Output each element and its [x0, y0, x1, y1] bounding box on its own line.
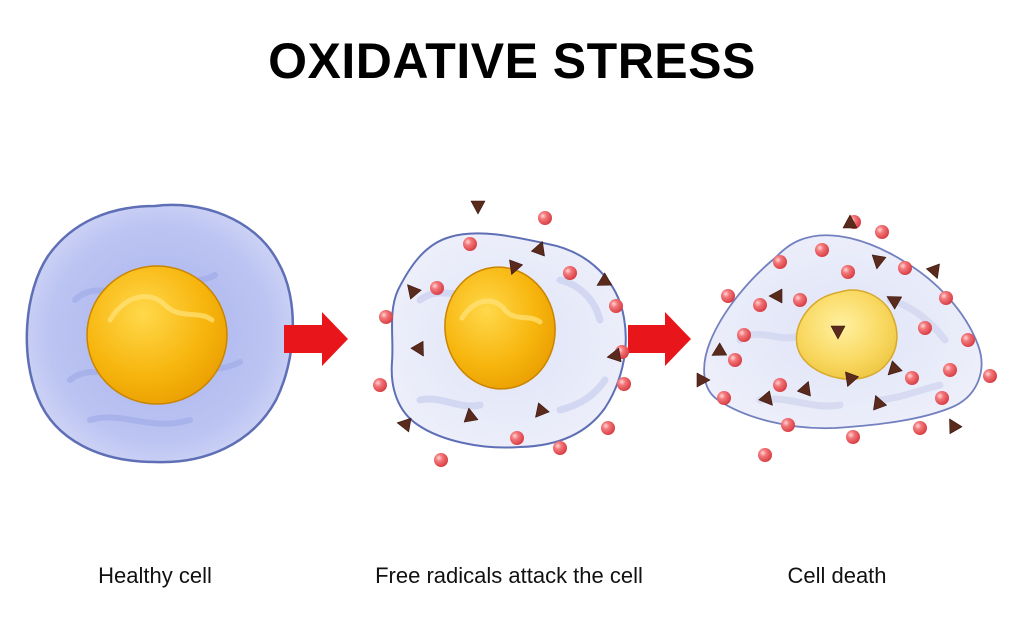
radical-sphere — [728, 353, 742, 367]
radical-triangle — [768, 288, 783, 304]
radical-sphere — [898, 261, 912, 275]
free-radicals — [373, 200, 997, 467]
radical-triangle — [509, 259, 523, 275]
radical-triangle — [845, 371, 859, 387]
radical-triangle — [926, 263, 940, 279]
radical-sphere — [430, 281, 444, 295]
radical-sphere — [609, 299, 623, 313]
radical-sphere — [905, 371, 919, 385]
healthy-cell-icon — [25, 203, 295, 464]
radical-sphere — [510, 431, 524, 445]
radical-triangle — [696, 372, 711, 388]
radical-sphere — [737, 328, 751, 342]
dying-cell-texture — [736, 296, 949, 410]
radical-sphere — [983, 369, 997, 383]
radical-sphere — [943, 363, 957, 377]
radical-triangle — [842, 214, 858, 229]
radical-sphere — [463, 237, 477, 251]
radical-sphere — [601, 421, 615, 435]
radical-sphere — [846, 430, 860, 444]
radical-sphere — [758, 448, 772, 462]
radical-sphere — [563, 266, 577, 280]
radical-sphere — [961, 333, 975, 347]
radical-sphere — [553, 441, 567, 455]
radical-sphere — [875, 225, 889, 239]
attacked-nucleus-highlight — [459, 298, 543, 325]
radical-triangle — [463, 407, 479, 423]
healthy-nucleus — [86, 265, 228, 405]
radical-sphere — [373, 378, 387, 392]
radical-triangle — [758, 390, 773, 406]
radical-sphere — [841, 265, 855, 279]
healthy-nucleus-highlight — [107, 294, 215, 323]
attacked-cell-texture — [416, 276, 609, 414]
radical-triangle — [949, 418, 963, 434]
attacked-cell-icon — [390, 232, 627, 449]
arrow-right-icon — [628, 312, 691, 366]
radical-sphere — [781, 418, 795, 432]
radical-triangle — [470, 200, 486, 215]
radical-triangle — [407, 284, 422, 300]
radical-sphere — [939, 291, 953, 305]
radical-sphere — [717, 391, 731, 405]
attacked-nucleus — [444, 266, 556, 390]
radical-sphere — [773, 378, 787, 392]
radical-sphere — [815, 243, 829, 257]
radical-sphere — [935, 391, 949, 405]
radical-sphere — [617, 377, 631, 391]
radical-sphere — [721, 289, 735, 303]
diagram-title: OXIDATIVE STRESS — [268, 33, 756, 89]
radical-triangle — [531, 241, 545, 257]
radical-sphere — [434, 453, 448, 467]
radical-triangle — [886, 296, 902, 310]
stage-label-attack: Free radicals attack the cell — [375, 563, 643, 588]
radical-sphere — [753, 298, 767, 312]
stage-label-healthy: Healthy cell — [98, 563, 212, 588]
radical-sphere — [538, 211, 552, 225]
radical-sphere — [379, 310, 393, 324]
radical-sphere — [913, 421, 927, 435]
radical-triangle — [596, 272, 612, 286]
arrow-right-icon — [284, 312, 348, 366]
radical-triangle — [410, 341, 424, 357]
radical-triangle — [887, 360, 903, 376]
radical-triangle — [606, 347, 622, 363]
radical-triangle — [711, 342, 727, 356]
radical-triangle — [535, 402, 550, 418]
radical-triangle — [873, 395, 887, 411]
radical-sphere — [793, 293, 807, 307]
stage-label-death: Cell death — [787, 563, 887, 588]
radical-triangle — [830, 325, 846, 340]
radical-sphere — [773, 255, 787, 269]
radical-sphere — [918, 321, 932, 335]
radical-triangle — [396, 417, 412, 433]
radical-triangle — [797, 381, 811, 397]
dying-nucleus — [795, 289, 898, 380]
radical-triangle — [871, 254, 887, 270]
